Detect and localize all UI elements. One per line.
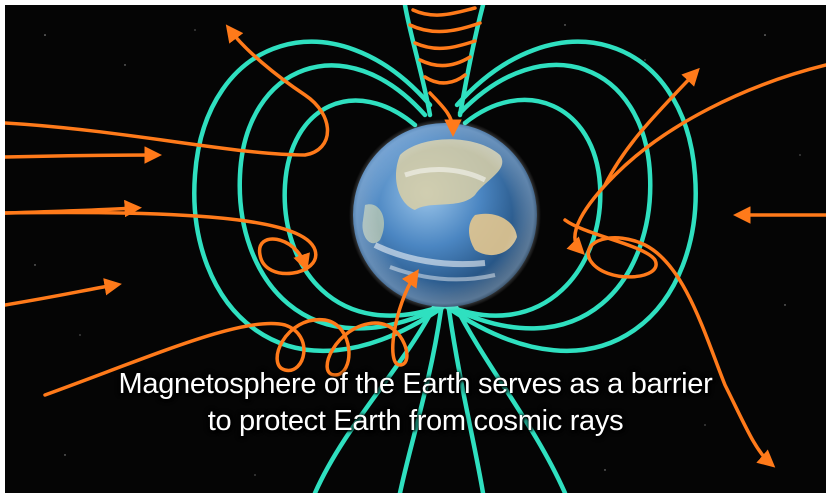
scene-graphic xyxy=(5,5,826,493)
earth-globe xyxy=(349,119,541,311)
caption-line-2: to protect Earth from cosmic rays xyxy=(207,405,624,437)
caption-line-1: Magnetosphere of the Earth serves as a b… xyxy=(118,368,713,400)
magnetosphere-scene: Magnetosphere of the Earth serves as a b… xyxy=(5,5,826,493)
cosmic-rays xyxy=(5,6,826,468)
field-lines xyxy=(192,5,698,493)
